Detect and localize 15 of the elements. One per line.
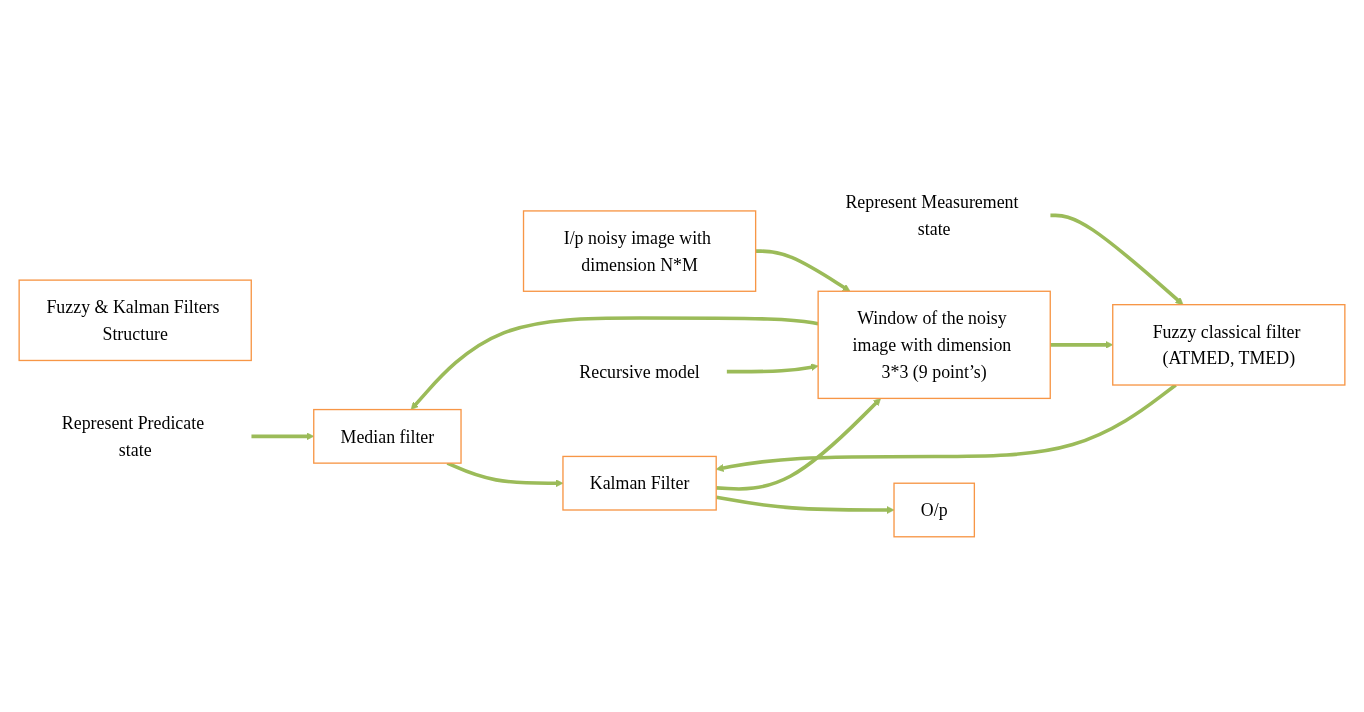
node-text: Represent Predicate state [61, 413, 205, 460]
node-box: Fuzzy classical filter (ATMED, TMED) [1112, 304, 1346, 386]
node-box: Window of the noisy image with dimension 3*3 (9 point’s) [817, 290, 1051, 400]
node-text: Recursive model [579, 361, 700, 382]
arrow [1050, 213, 1184, 305]
node-box: O/p [893, 482, 976, 538]
node-text: Represent Measurement state [845, 192, 1019, 239]
node-box: Median filter [313, 408, 462, 464]
node-box: Kalman Filter [562, 455, 717, 511]
node-box: Fuzzy & Kalman Filters Structure [18, 279, 252, 362]
arrow [410, 316, 819, 410]
arrow [726, 363, 819, 374]
arrow [716, 398, 881, 491]
node-box: I/p noisy image with dimension N*M [522, 210, 757, 292]
arrow [755, 249, 851, 292]
